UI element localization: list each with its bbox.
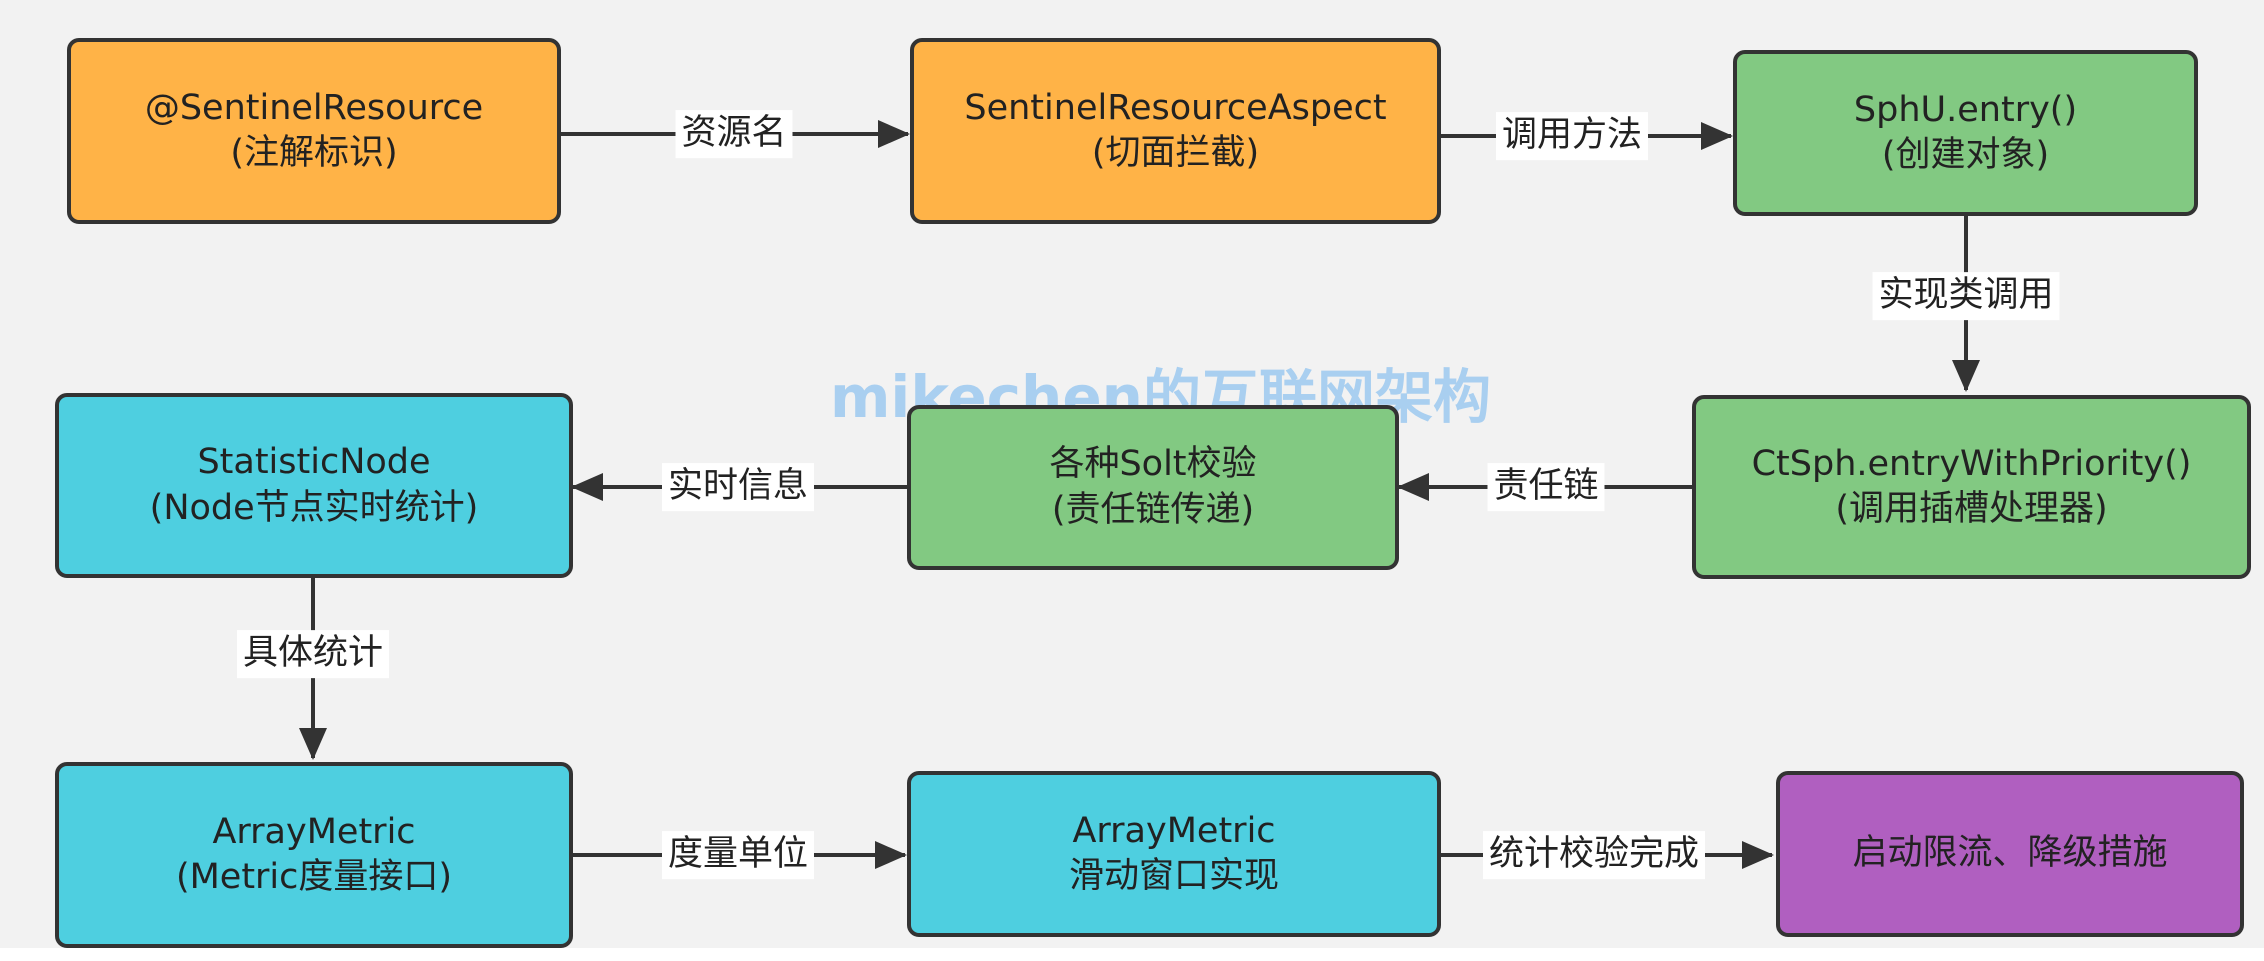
edge-label-realtime-info: 实时信息 — [661, 463, 815, 511]
arrowhead-statistic-to-arraymetric — [299, 728, 327, 760]
arrowhead-window-to-degrade — [1742, 841, 1774, 869]
node-subtitle: (Node节点实时统计) — [149, 487, 479, 528]
arrowhead-aspect-to-sphu — [1701, 122, 1733, 150]
node-sentinel-resource-aspect: SentinelResourceAspect (切面拦截) — [910, 38, 1441, 224]
node-degrade: 启动限流、降级措施 — [1776, 771, 2244, 937]
node-subtitle: (注解标识) — [230, 133, 398, 173]
edge-label-check-done: 统计校验完成 — [1482, 831, 1706, 879]
edge-label-metric-unit: 度量单位 — [661, 831, 815, 879]
node-slot-check: 各种Solt校验 (责任链传递) — [907, 405, 1399, 570]
arrowhead-arraymetric-to-window — [875, 841, 907, 869]
node-subtitle: (创建对象) — [1881, 135, 2050, 175]
edge-label-resource-name: 资源名 — [675, 110, 793, 158]
node-subtitle: (调用插槽处理器) — [1835, 489, 2108, 529]
node-title: ArrayMetric — [212, 811, 416, 852]
edge-label-impl-call: 实现类调用 — [1872, 272, 2060, 320]
node-title: @SentinelResource — [144, 87, 484, 128]
node-title: SphU.entry() — [1853, 89, 2078, 130]
node-title: StatisticNode — [197, 442, 431, 482]
edge-label-chain: 责任链 — [1487, 463, 1605, 511]
arrowhead-resource-to-aspect — [878, 120, 910, 148]
node-title: 启动限流、降级措施 — [1852, 833, 2168, 874]
node-title: 各种Solt校验 — [1049, 444, 1257, 484]
node-array-metric-window: ArrayMetric 滑动窗口实现 — [907, 771, 1441, 937]
node-subtitle: (切面拦截) — [1091, 133, 1260, 173]
node-sphu-entry: SphU.entry() (创建对象) — [1733, 50, 2198, 216]
node-ctsph-entry: CtSph.entryWithPriority() (调用插槽处理器) — [1692, 395, 2251, 579]
node-array-metric: ArrayMetric (Metric度量接口) — [55, 762, 573, 948]
arrowhead-slot-to-statistic — [571, 473, 603, 501]
node-subtitle: (Metric度量接口) — [175, 857, 453, 897]
node-title: ArrayMetric — [1072, 810, 1276, 851]
node-subtitle: (责任链传递) — [1051, 489, 1255, 530]
edge-label-call-method: 调用方法 — [1495, 112, 1649, 160]
node-statistic-node: StatisticNode (Node节点实时统计) — [55, 393, 573, 578]
node-title: CtSph.entryWithPriority() — [1751, 443, 2192, 484]
node-sentinel-resource: @SentinelResource (注解标识) — [67, 38, 561, 224]
node-subtitle: 滑动窗口实现 — [1068, 856, 1279, 896]
edge-label-specific-stats: 具体统计 — [236, 630, 390, 678]
arrowhead-sphu-to-ctsph — [1952, 360, 1980, 392]
arrowhead-ctsph-to-slot — [1397, 473, 1429, 501]
node-title: SentinelResourceAspect — [964, 87, 1387, 128]
